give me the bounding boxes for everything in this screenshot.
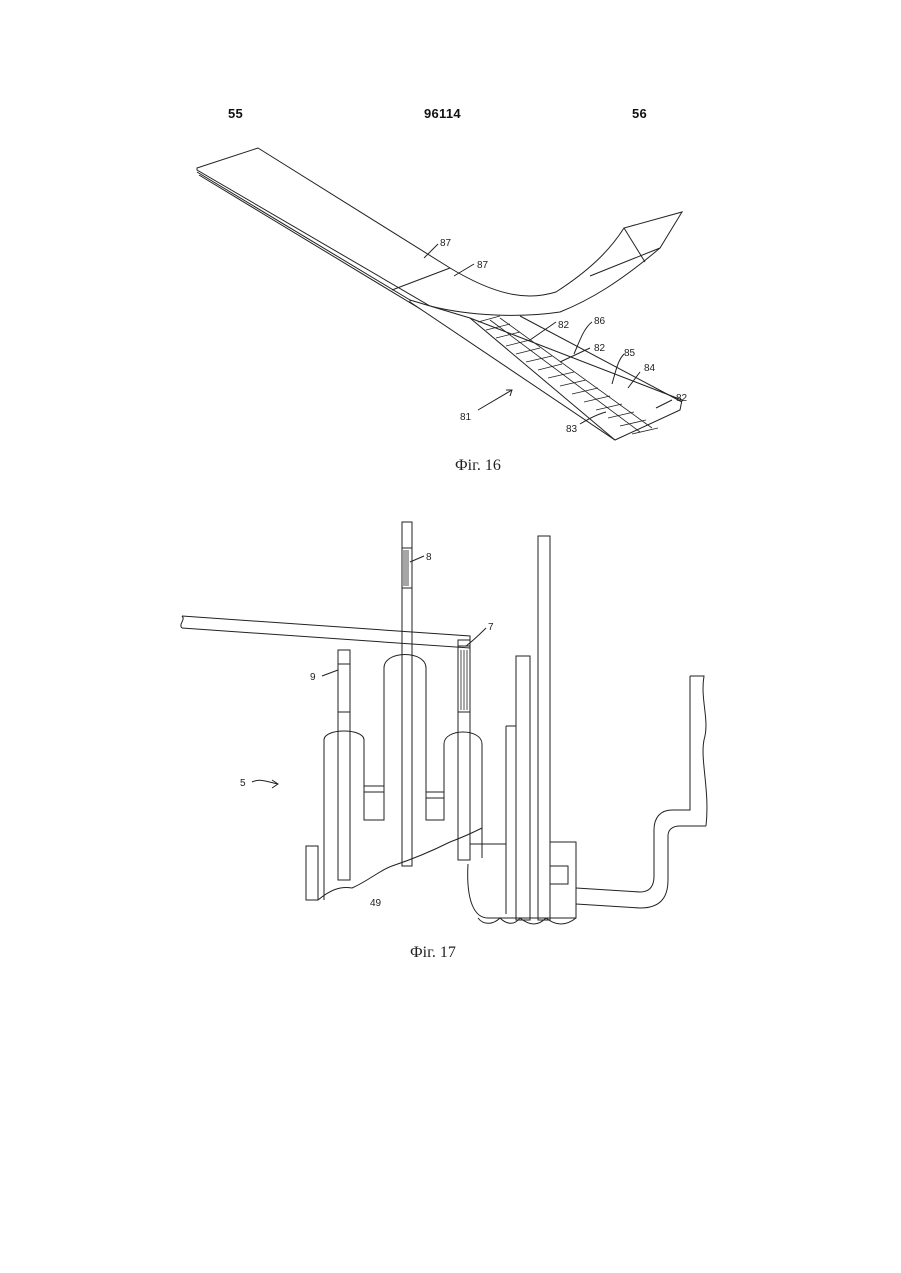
leader-87b bbox=[454, 264, 474, 276]
bottom-block-left bbox=[306, 846, 318, 900]
label-8: 8 bbox=[426, 552, 432, 563]
outlet-pipe bbox=[576, 676, 690, 892]
leader-arrow-81 bbox=[478, 390, 512, 410]
inner-column bbox=[516, 656, 530, 920]
label-85: 85 bbox=[624, 348, 636, 359]
rod-9 bbox=[338, 650, 350, 880]
figure-17-drawing: 8 7 9 5 49 bbox=[181, 522, 707, 924]
feed-pipe-break bbox=[181, 616, 183, 628]
leader-82a bbox=[530, 322, 556, 340]
label-82a: 82 bbox=[558, 320, 570, 331]
base-break bbox=[478, 918, 576, 924]
label-84: 84 bbox=[644, 363, 656, 374]
base-housing bbox=[468, 842, 576, 918]
label-86: 86 bbox=[594, 316, 606, 327]
tube-joints bbox=[364, 786, 444, 798]
outlet-break bbox=[690, 676, 707, 826]
base-strip bbox=[410, 300, 682, 440]
feed-pipe bbox=[182, 616, 470, 648]
label-81: 81 bbox=[460, 412, 472, 423]
arrow-5-icon bbox=[272, 780, 278, 788]
label-83: 83 bbox=[566, 424, 578, 435]
outlet-stub bbox=[550, 866, 568, 884]
label-82b: 82 bbox=[594, 343, 606, 354]
film-strip-upper bbox=[197, 148, 682, 315]
leader-7 bbox=[466, 628, 486, 646]
figure-16-caption: Фіг. 16 bbox=[455, 457, 501, 475]
rod-8-hatch bbox=[404, 550, 408, 586]
inner-column-side bbox=[506, 726, 516, 914]
rod-8-marks bbox=[402, 548, 412, 588]
label-87a: 87 bbox=[440, 238, 452, 249]
leader-9 bbox=[322, 670, 338, 676]
outlet-pipe-outer bbox=[576, 826, 706, 908]
label-9: 9 bbox=[310, 672, 316, 683]
label-87b: 87 bbox=[477, 260, 489, 271]
rod-8 bbox=[402, 522, 412, 866]
label-5: 5 bbox=[240, 778, 246, 789]
figure-17-caption: Фіг. 17 bbox=[410, 944, 456, 962]
label-82c: 82 bbox=[676, 393, 688, 404]
rod-9-marks bbox=[338, 664, 350, 712]
label-7: 7 bbox=[488, 622, 494, 633]
break-line bbox=[318, 828, 482, 900]
rod-7-hatch bbox=[461, 650, 467, 710]
outer-column bbox=[538, 536, 550, 920]
label-49: 49 bbox=[370, 898, 382, 909]
